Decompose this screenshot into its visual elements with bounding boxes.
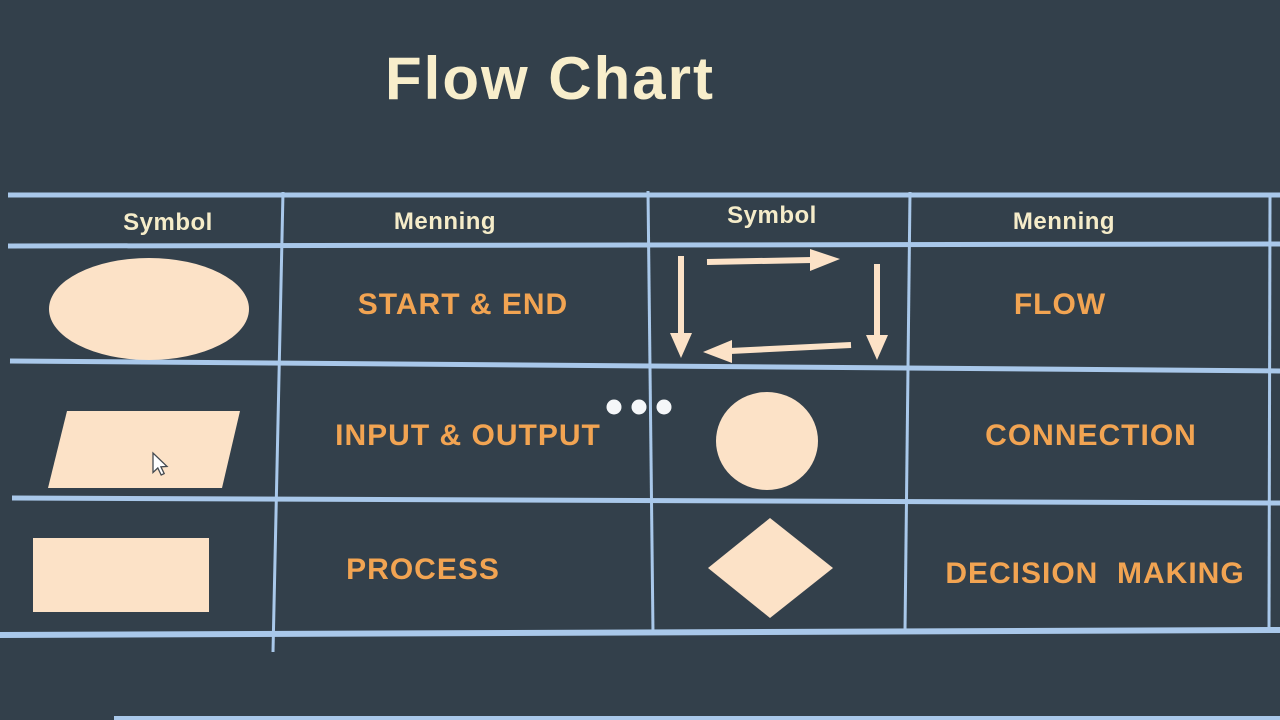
grid-line-col2-divider [646, 190, 655, 634]
flow-arrow-top-shaft [706, 257, 813, 265]
dot-icon [631, 399, 647, 415]
meaning-start-end: START & END [357, 288, 569, 321]
grid-line-row2-bottom [11, 495, 1280, 506]
flow-arrows-symbol [670, 249, 888, 363]
terminator-symbol [49, 258, 249, 360]
dot-icon [656, 399, 672, 415]
flow-arrow-right-head [866, 335, 888, 360]
decision-symbol [708, 518, 833, 618]
flow-arrow-bottom-shaft [729, 342, 852, 354]
flow-arrow-left-head [670, 333, 692, 358]
flow-arrow-bottom-head [703, 340, 732, 363]
mouse-cursor-icon [152, 451, 169, 476]
grid-line-col1-divider [271, 191, 285, 653]
flow-arrow-top-head [810, 249, 840, 271]
grid-line-table-bottom [0, 627, 1280, 638]
grid-line-header-bottom [7, 241, 1280, 249]
grid-line-col3-divider [903, 191, 912, 632]
meaning-flow: FLOW [1013, 288, 1107, 321]
ellipsis-dots [606, 399, 672, 415]
process-symbol [33, 538, 209, 612]
grid-line-row1-bottom [9, 358, 1280, 374]
grid-line-right-border [1267, 193, 1272, 632]
meaning-decision-making: DECISION MAKING [945, 557, 1245, 590]
meaning-input-output: INPUT & OUTPUT [335, 419, 601, 452]
meaning-connection: CONNECTION [985, 419, 1197, 452]
page-title: Flow Chart [385, 45, 715, 112]
input-output-symbol [48, 411, 240, 488]
header-symbol-right: Symbol [727, 202, 817, 229]
meaning-process: PROCESS [346, 553, 500, 586]
table-grid [0, 190, 1280, 720]
header-meaning-left: Menning [393, 208, 497, 235]
header-meaning-right: Menning [1012, 208, 1116, 235]
dot-icon [606, 399, 622, 415]
connector-symbol [716, 392, 818, 490]
header-symbol-left: Symbol [123, 209, 213, 236]
